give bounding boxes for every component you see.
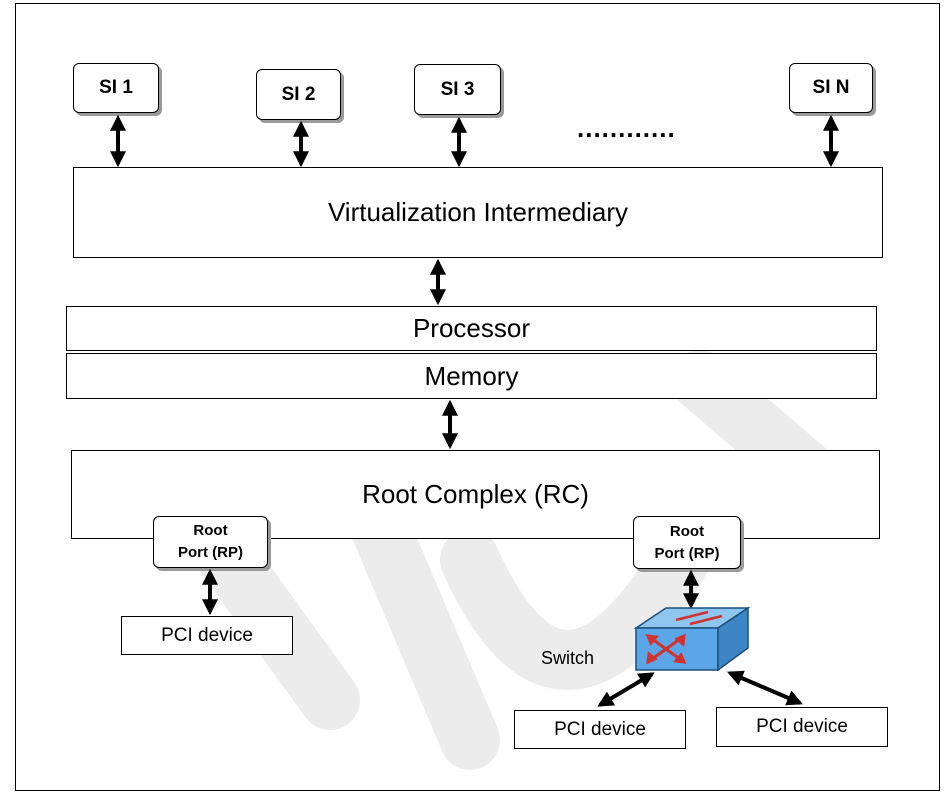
si-n-box: SI N — [789, 63, 873, 113]
root-port-left: Root Port (RP) — [153, 516, 268, 568]
memory-box: Memory — [66, 353, 877, 399]
pci-device-bottom-right: PCI device — [716, 707, 888, 747]
si-3-label: SI 3 — [440, 78, 475, 100]
si-ellipsis: ............ — [577, 113, 676, 143]
diagram-frame — [15, 3, 940, 791]
pci-device-left: PCI device — [121, 616, 293, 655]
processor-box: Processor — [66, 306, 877, 351]
switch-label: Switch — [541, 648, 595, 668]
switch-pci-left-arrow — [597, 672, 655, 707]
root-port-left-line2: Port (RP) — [178, 544, 243, 561]
switch-pci-right-arrow — [727, 670, 803, 706]
si-3-box: SI 3 — [414, 64, 501, 115]
si-1-label: SI 1 — [99, 77, 133, 98]
root-port-right-line2: Port (RP) — [654, 544, 720, 562]
pci-device-bottom-right-label: PCI device — [756, 716, 848, 737]
memory-label: Memory — [424, 360, 519, 391]
pci-device-left-label: PCI device — [161, 624, 253, 646]
pci-device-bottom-middle: PCI device — [514, 710, 686, 749]
root-port-right: Root Port (RP) — [633, 516, 741, 569]
root-complex-box: Root Complex (RC) — [71, 450, 880, 539]
si-2-label: SI 2 — [281, 83, 316, 105]
pci-device-bottom-middle-label: PCI device — [554, 718, 646, 740]
si-2-box: SI 2 — [256, 69, 341, 120]
virtualization-intermediary-box: Virtualization Intermediary — [73, 167, 883, 258]
si-n-label: SI N — [812, 77, 850, 98]
root-complex-label: Root Complex (RC) — [362, 479, 589, 509]
root-port-right-line1: Root — [669, 522, 705, 540]
processor-label: Processor — [412, 313, 531, 343]
si-1-box: SI 1 — [73, 63, 159, 113]
root-port-left-line1: Root — [193, 522, 228, 539]
virtualization-intermediary-label: Virtualization Intermediary — [327, 197, 629, 227]
network-switch-icon — [633, 606, 751, 672]
